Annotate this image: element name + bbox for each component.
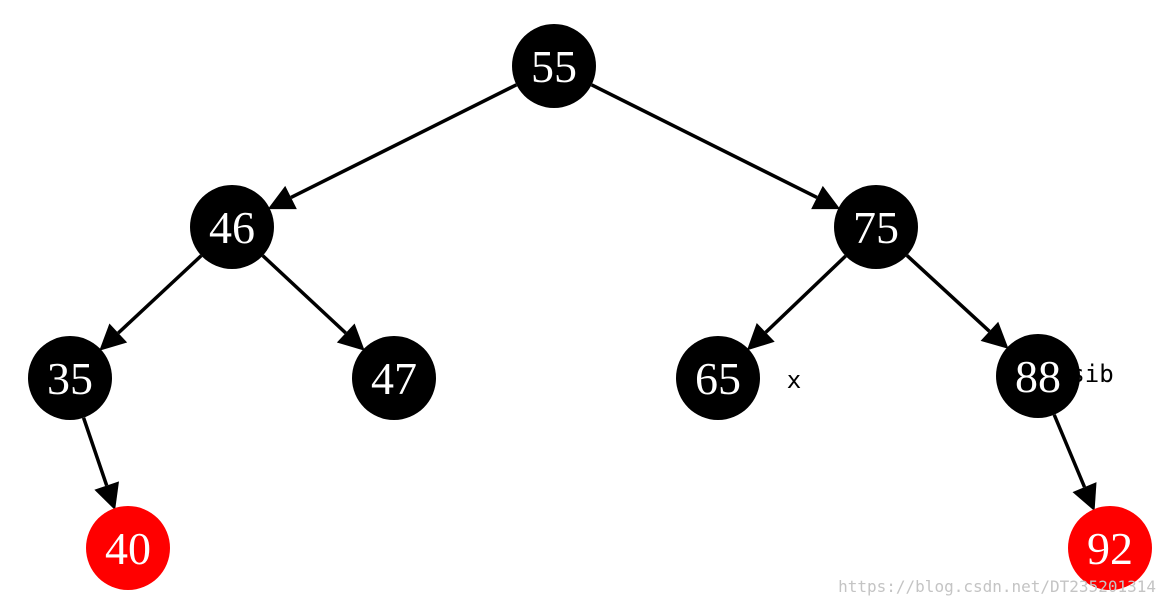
black-node-circle — [996, 334, 1080, 418]
black-node-circle — [512, 24, 596, 108]
edge-line — [117, 254, 203, 335]
node-label: 55 — [531, 41, 577, 92]
tree-node-92: 92 — [1068, 506, 1152, 590]
red-node-circle — [86, 506, 170, 590]
edge-line — [261, 254, 347, 335]
arrowhead-icon — [336, 323, 365, 351]
arrowhead-icon — [811, 185, 841, 210]
edge-75-to-65 — [746, 254, 847, 351]
edges-layer — [81, 83, 1097, 512]
tree-node-55: 55 — [512, 24, 596, 108]
edge-35-to-40 — [81, 417, 119, 511]
edge-line — [1052, 414, 1087, 488]
arrowhead-icon — [99, 323, 128, 351]
tree-node-65: 65 — [676, 336, 760, 420]
arrowhead-icon — [980, 321, 1009, 349]
arrowhead-icon — [1072, 482, 1097, 512]
black-node-circle — [28, 336, 112, 420]
node-label: 88 — [1015, 351, 1061, 402]
node-label: 40 — [105, 523, 151, 574]
edge-88-to-92 — [1052, 414, 1097, 512]
edge-line — [290, 83, 518, 200]
nodes-layer: 55 46 75 35 47 65 88 40 92 — [28, 24, 1152, 590]
tree-node-35: 35 — [28, 336, 112, 420]
edge-line — [81, 417, 109, 487]
tree-node-88: 88 — [996, 334, 1080, 418]
tree-node-75: 75 — [834, 185, 918, 269]
node-label: 47 — [371, 353, 417, 404]
node-label: 46 — [209, 202, 255, 253]
black-node-circle — [834, 185, 918, 269]
black-node-circle — [676, 336, 760, 420]
red-node-circle — [1068, 506, 1152, 590]
node-label: 92 — [1087, 523, 1133, 574]
annotation-x: x — [787, 366, 801, 394]
edge-55-to-46 — [267, 83, 518, 210]
edge-75-to-88 — [905, 254, 1009, 349]
node-label: 75 — [853, 202, 899, 253]
node-label: 65 — [695, 353, 741, 404]
black-node-circle — [352, 336, 436, 420]
tree-node-47: 47 — [352, 336, 436, 420]
arrowhead-icon — [746, 323, 775, 351]
edge-line — [905, 254, 991, 333]
watermark: https://blog.csdn.net/DT235201314 — [838, 577, 1156, 596]
edge-line — [764, 254, 847, 334]
edge-46-to-47 — [261, 254, 365, 351]
edge-55-to-75 — [590, 83, 841, 210]
annotation-sib: sib — [1070, 360, 1113, 388]
node-label: 35 — [47, 353, 93, 404]
tree-node-40: 40 — [86, 506, 170, 590]
annotations-layer: x sib — [787, 360, 1114, 394]
tree-node-46: 46 — [190, 185, 274, 269]
edge-46-to-35 — [99, 254, 203, 351]
black-node-circle — [190, 185, 274, 269]
arrowhead-icon — [94, 481, 119, 511]
arrowhead-icon — [267, 185, 297, 210]
edge-line — [590, 83, 818, 200]
